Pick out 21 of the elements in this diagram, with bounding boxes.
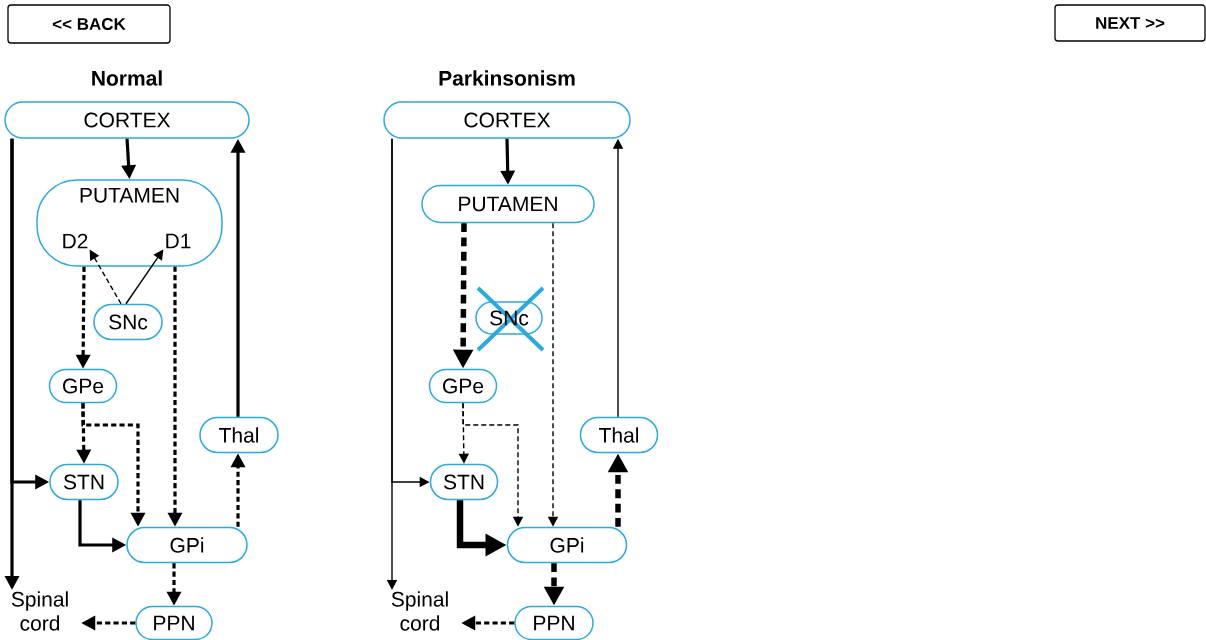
receptor-label: D2 (63, 233, 88, 249)
region-box: CORTEX (383, 101, 631, 139)
target-label: Spinal cord (391, 591, 448, 631)
region-box: GPe (428, 368, 498, 404)
panel-title: Normal (92, 70, 162, 86)
back-button: << BACK (7, 4, 171, 44)
region-box: Thal (579, 416, 659, 454)
region-box: STN (429, 463, 499, 501)
next-button: NEXT >> (1054, 4, 1206, 42)
region-box: PUTAMEN (421, 184, 595, 224)
receptor-label: D1 (166, 233, 191, 249)
region-box: GPi (126, 526, 248, 564)
region-box: PPN (135, 605, 213, 640)
region-box: GPe (48, 368, 118, 404)
region-box: PPN (514, 605, 594, 640)
region-box: CORTEX (4, 101, 250, 139)
region-box: GPi (506, 526, 628, 564)
target-label: Spinal cord (11, 591, 68, 631)
region-box: STN (49, 463, 119, 501)
region-box: SNc (93, 303, 163, 341)
region-box: Thal (199, 416, 279, 454)
